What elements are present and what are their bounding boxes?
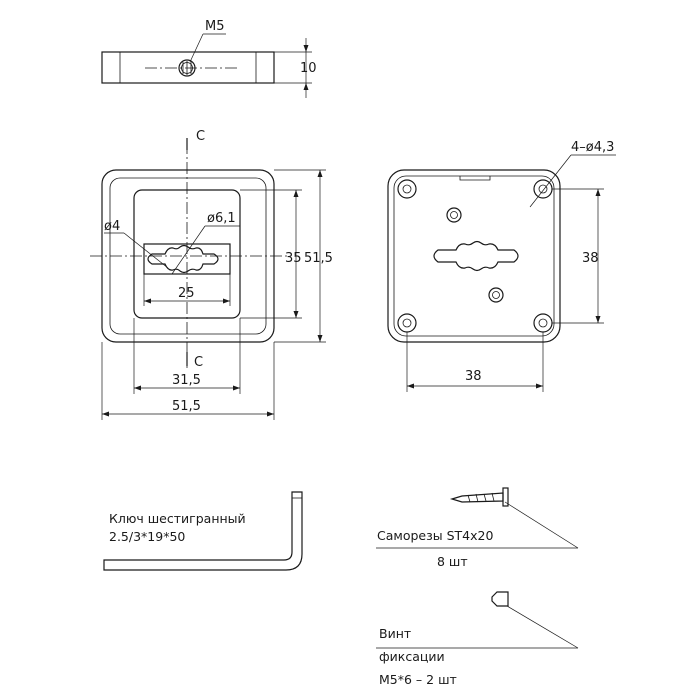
inner-width-label: 31,5 <box>172 373 201 388</box>
set-screw-line1: Винт <box>379 626 411 641</box>
back-key-slot <box>433 240 519 272</box>
set-screw-line3: M5*6 – 2 шт <box>379 672 457 687</box>
holes-label: 4–ø4,3 <box>571 140 614 155</box>
corner-hole-br <box>533 313 553 333</box>
key-slot <box>147 244 219 274</box>
back-plate-outer <box>387 169 561 343</box>
thread-label: M5 <box>205 19 225 34</box>
hole-spacing-v-label: 38 <box>582 251 599 266</box>
slot-width-label: 25 <box>178 286 195 301</box>
front-plate-view: C C ø4 ø6,1 25 35 51,5 <box>90 129 333 420</box>
boss-bottom <box>488 287 504 303</box>
section-mark-top: C <box>196 129 205 144</box>
set-screw-line2: фиксации <box>379 649 445 664</box>
back-plate-view: 4–ø4,3 38 38 <box>387 140 616 392</box>
front-plate-outer <box>101 169 275 343</box>
inner-height-label: 35 <box>285 251 302 266</box>
outer-height-label: 51,5 <box>304 251 333 266</box>
set-screw-shape <box>491 591 509 607</box>
set-screw: Винт фиксации M5*6 – 2 шт <box>376 591 579 687</box>
slot-hole-label: ø6,1 <box>207 211 236 226</box>
height-label: 10 <box>300 61 317 76</box>
top-view-body <box>101 51 275 84</box>
hex-key-size: 2.5/3*19*50 <box>109 529 185 544</box>
screws: Саморезы ST4x20 8 шт <box>376 487 579 569</box>
hex-key: Ключ шестигранный 2.5/3*19*50 <box>103 491 303 571</box>
boss-top <box>446 207 462 223</box>
corner-hole-bl <box>397 313 417 333</box>
top-view: M5 10 <box>101 19 317 98</box>
hex-key-shape <box>103 491 303 571</box>
hex-key-name: Ключ шестигранный <box>109 511 246 526</box>
section-mark-bottom: C <box>194 355 203 370</box>
screws-qty: 8 шт <box>437 554 468 569</box>
hole-spacing-h-label: 38 <box>465 369 482 384</box>
corner-hole-tl <box>397 179 417 199</box>
hole-label: ø4 <box>104 219 120 234</box>
screw-head <box>502 487 509 507</box>
screws-label: Саморезы ST4x20 <box>377 528 493 543</box>
outer-width-label: 51,5 <box>172 399 201 414</box>
